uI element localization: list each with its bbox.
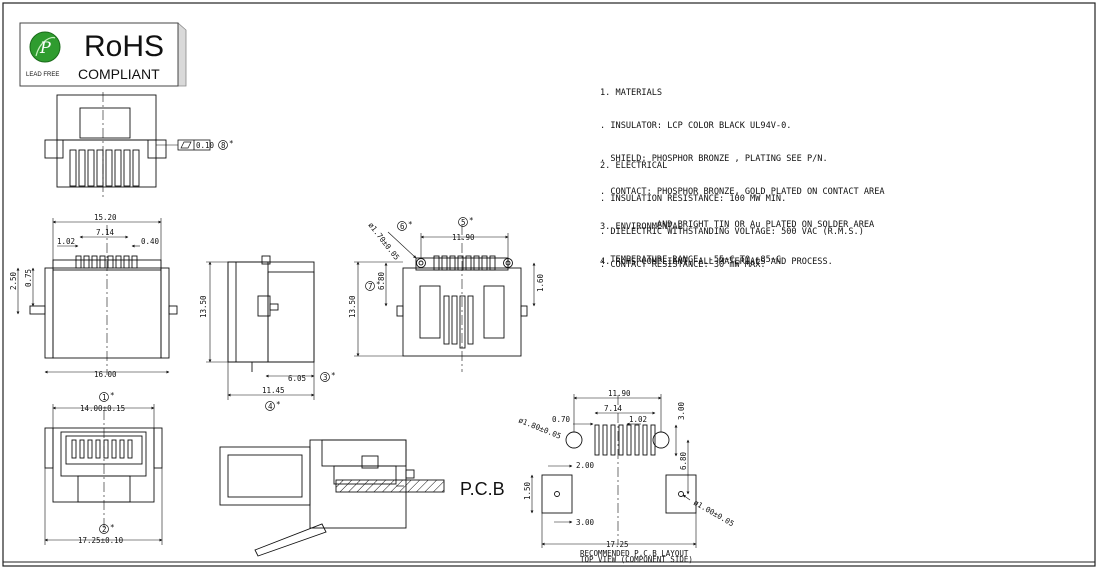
side-view-drawing (227, 255, 315, 372)
dim-16-00: 16.00 (94, 370, 117, 379)
dim-13-50-top: 13.50 (348, 295, 357, 318)
dim-11-45: 11.45 (262, 386, 285, 395)
callout-6: 6 * (397, 220, 413, 231)
logo-letter: P (39, 38, 51, 57)
dim-17-25: 17.25±0.10 (78, 536, 124, 545)
dim-15-20: 15.20 (94, 213, 117, 222)
rohs-badge: P LEAD FREE RoHS COMPLIANT (19, 22, 187, 87)
dim-0-75: 0.75 (24, 269, 33, 287)
electrical-line: . DIELECTRIC WITHSTANDING VOLTAGE: 500 V… (600, 227, 864, 237)
dim-11-90-top: 11.90 (452, 233, 475, 242)
front-view-drawing (29, 225, 178, 375)
flatness-callout: 0.10 8 * (156, 139, 234, 151)
callout-1: 1 * (99, 391, 115, 402)
svg-text:*: * (408, 220, 413, 229)
dim-14-00: 14.00±0.15 (80, 404, 125, 413)
dim-13-50-side: 13.50 (199, 295, 208, 318)
bottom-view-drawing (396, 225, 528, 372)
flatness-value: 0.10 (196, 141, 215, 150)
rohs-label: RoHS (84, 30, 164, 63)
mated-plug-drawing (219, 439, 445, 557)
materials-line: . CONTACT: PHOSPHOR BRONZE, GOLD PLATED … (600, 187, 885, 197)
rohs-heading: 4. RoHS COMPLIANT, ALL MATERIALS AND PRO… (600, 257, 833, 267)
pcb-label: P.C.B (460, 479, 505, 499)
leaf-logo-icon: P (29, 31, 61, 63)
svg-text:*: * (276, 400, 281, 409)
svg-text:*: * (229, 139, 234, 148)
electrical-line: . CONTACT RESISTANCE: 30 mW MAX. (600, 260, 766, 270)
svg-text:2: 2 (102, 525, 107, 534)
dim-dia-1-70: ø1.70±0.05 (366, 221, 401, 262)
svg-text:3: 3 (323, 373, 328, 382)
pcb-dim-dia-1-00: ø1.00±0.05 (692, 498, 736, 528)
svg-text:4: 4 (268, 402, 273, 411)
pcb-dim-7-14: 7.14 (604, 404, 623, 413)
pcb-dim-3-00: 3.00 (677, 401, 686, 420)
pcb-dim-0-70: 0.70 (552, 415, 571, 424)
electrical-line: . INSULATION RESISTANCE: 100 MW MIN. (600, 194, 787, 204)
lead-free-label: LEAD FREE (26, 72, 59, 78)
materials-heading: 1. MATERIALS (600, 88, 663, 98)
side-view-dims (206, 261, 315, 400)
dim-1-02: 1.02 (57, 237, 75, 246)
compliant-label: COMPLIANT (78, 66, 160, 82)
pcb-layout-caption-1: RECOMMENDED P.C.B LAYOUT (580, 549, 689, 558)
notes-rohs: 4. RoHS COMPLIANT, ALL MATERIALS AND PRO… (600, 235, 833, 279)
dim-0-40: 0.40 (141, 237, 160, 246)
notes-materials: 1. MATERIALS . INSULATOR: LCP COLOR BLAC… (600, 66, 885, 242)
notes-environmental: 3. ENVIRONMENTAL . TEMPERATURE RANGE: -5… (600, 200, 781, 277)
materials-line: . INSULATOR: LCP COLOR BLACK UL94V-0. (600, 121, 792, 131)
pcb-dim-1-02: 1.02 (629, 415, 647, 424)
pcb-dim-1-50: 1.50 (523, 481, 532, 500)
front-view-dims (16, 218, 170, 374)
dim-1-60: 1.60 (536, 273, 545, 292)
pcb-dim-2-00: 2.00 (576, 461, 595, 470)
pcb-layout-dims (530, 394, 697, 548)
pcb-layout-caption-2: TOP VIEW (COMPONENT SIDE) (580, 555, 693, 564)
materials-line: AND BRIGHT TIN OR Au PLATED ON SOLDER AR… (600, 220, 875, 230)
materials-line: . SHIELD: PHOSPHOR BRONZE , PLATING SEE … (600, 154, 828, 164)
svg-text:5: 5 (461, 218, 466, 227)
flatness-circle-num: 8 (221, 141, 226, 150)
svg-text:*: * (376, 280, 381, 289)
svg-text:*: * (110, 391, 115, 400)
svg-text:7: 7 (368, 282, 373, 291)
dim-7-14: 7.14 (96, 228, 115, 237)
environmental-line: . TEMPERATURE RANGE: -55~C TO +85~C (600, 255, 782, 265)
port-view-drawing (44, 410, 163, 530)
callout-5: 5 * (458, 216, 474, 227)
pcb-dim-3-00b: 3.00 (576, 518, 595, 527)
pcb-dim-6-80: 6.80 (679, 451, 688, 470)
svg-text:6: 6 (400, 222, 405, 231)
dim-6-80: 6.80 (377, 271, 386, 290)
dim-6-05: 6.05 (288, 374, 306, 383)
svg-text:*: * (110, 523, 115, 532)
notes-electrical: 2. ELECTRICAL . INSULATION RESISTANCE: 1… (600, 139, 864, 282)
electrical-heading: 2. ELECTRICAL (600, 161, 668, 171)
pcb-dim-17-25: 17.25 (606, 540, 629, 549)
bottom-view-dims (354, 231, 536, 357)
dim-2-50: 2.50 (9, 271, 18, 290)
top-view-drawing (44, 92, 167, 200)
pcb-dim-11-90: 11.90 (608, 389, 631, 398)
svg-text:1: 1 (102, 393, 107, 402)
callout-4: 4 * (265, 400, 281, 411)
callout-7: 7 * (365, 280, 381, 291)
svg-text:*: * (469, 216, 474, 225)
callout-3: 3 * (320, 371, 336, 382)
environmental-heading: 3. ENVIRONMENTAL (600, 222, 683, 232)
port-view-dims (44, 404, 163, 545)
callout-2: 2 * (99, 523, 115, 534)
top-contacts (69, 149, 140, 187)
svg-text:*: * (331, 371, 336, 380)
